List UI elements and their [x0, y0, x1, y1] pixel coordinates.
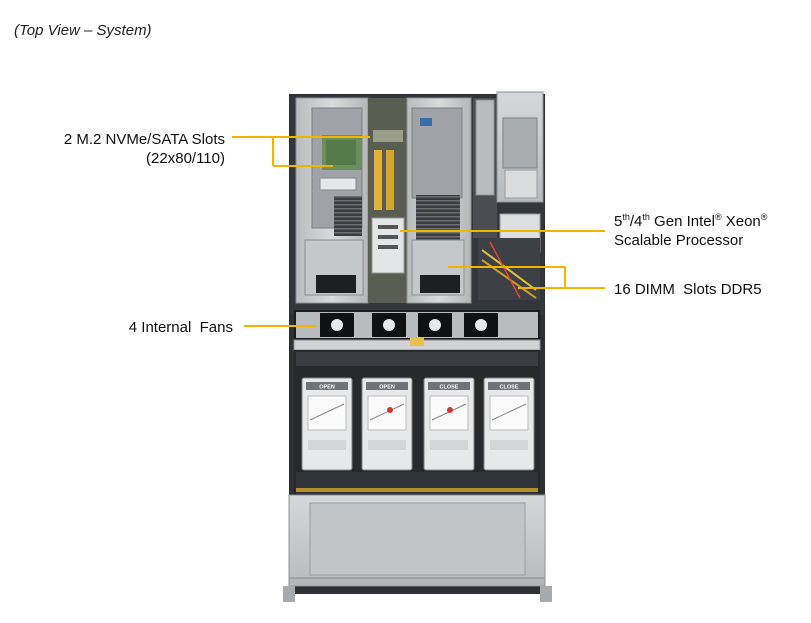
processor-label-line1: 5th/4th Gen Intel® Xeon® [614, 212, 768, 231]
dimm-slots-label: 16 DIMM Slots DDR5 [614, 281, 762, 298]
m2-slots-label: 2 M.2 NVMe/SATA Slots (22x80/110) [64, 130, 225, 168]
drive-carrier-3: CLOSE [423, 377, 475, 471]
cpu-air-shroud-right [406, 97, 472, 304]
chassis-front-cover [283, 494, 552, 602]
drive-carrier-4: CLOSE [483, 377, 535, 471]
drive-carrier-4-tag: CLOSE [500, 385, 519, 391]
riser-area [473, 91, 544, 300]
internal-fan-row [293, 310, 541, 351]
m2-callout-lines [232, 136, 370, 167]
drive-carrier-2: OPEN [361, 377, 413, 471]
drive-carrier-2-tag: OPEN [379, 385, 395, 391]
fan-4 [464, 313, 498, 337]
fan-3 [418, 313, 452, 337]
dimm-callout-lines [448, 266, 605, 289]
drive-carrier-1-tag: OPEN [319, 385, 335, 391]
cpu-air-shroud-left [295, 97, 369, 304]
m2-slots-label-line1: 2 M.2 NVMe/SATA Slots [63, 131, 225, 148]
processor-label-line2: Scalable Processor [614, 232, 744, 249]
drive-carrier-1: OPEN [301, 377, 353, 471]
figure-caption: (Top View – System) [14, 22, 152, 39]
processor-label: 5th/4th Gen Intel® Xeon® Scalable Proces… [614, 212, 767, 250]
motherboard-center [368, 98, 408, 303]
fan-1 [320, 313, 354, 337]
m2-slots-label-line2: (22x80/110) [146, 150, 225, 167]
internal-fans-label: 4 Internal Fans [128, 319, 233, 336]
drive-carrier-3-tag: CLOSE [440, 385, 459, 391]
fan-2 [372, 313, 406, 337]
